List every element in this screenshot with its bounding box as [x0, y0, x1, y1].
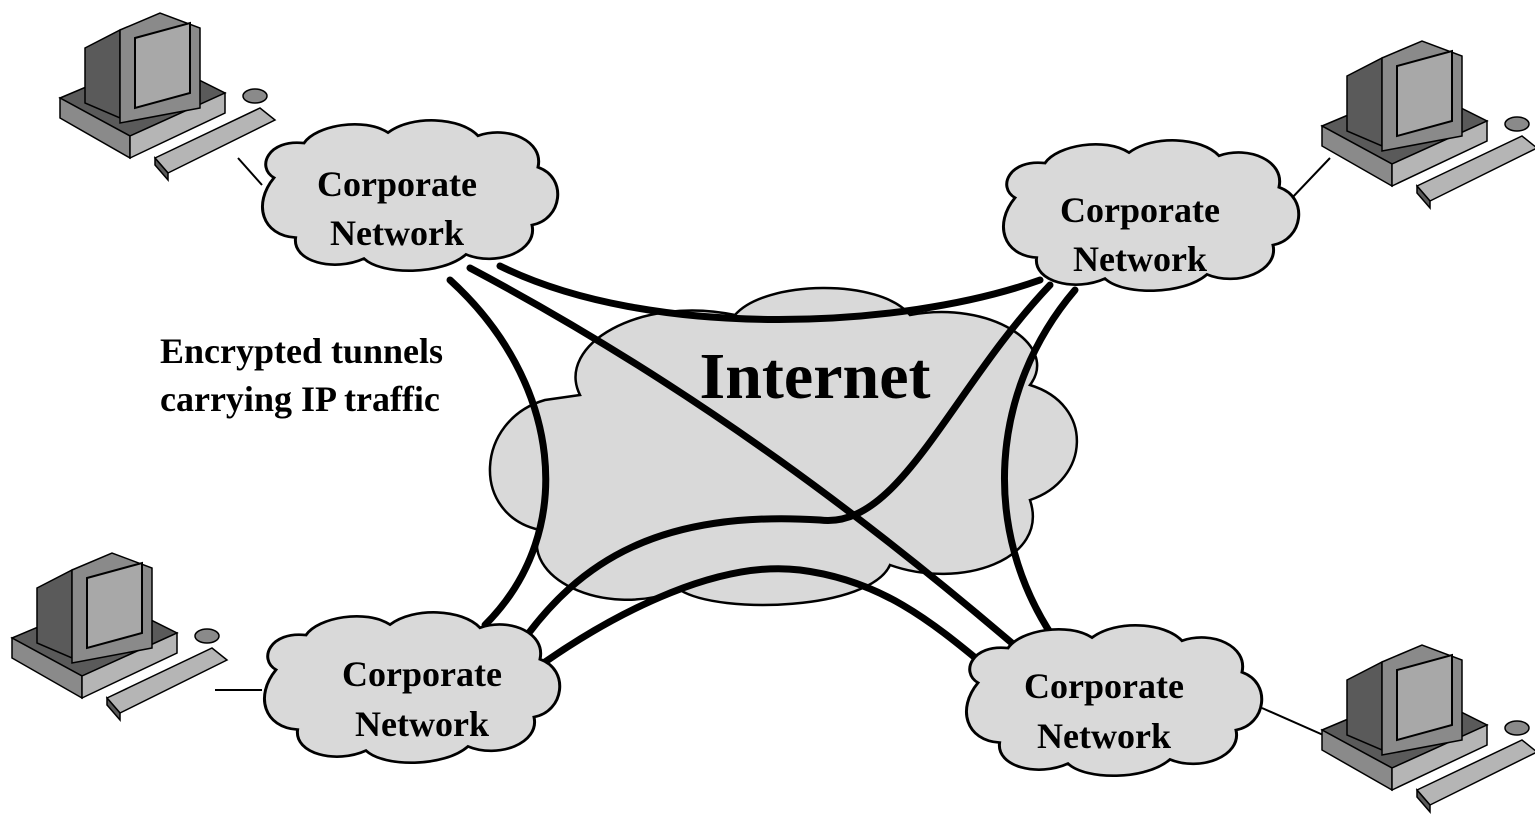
- computer-icon: [11, 552, 228, 721]
- internet-label: Internet: [700, 340, 931, 413]
- tunnel-tl-br: [466, 264, 1024, 654]
- computer-icon: [1321, 644, 1535, 813]
- network-bl-line1: Corporate: [342, 654, 502, 694]
- tunnel-tr-bl: [516, 281, 1054, 649]
- tunnel-tl-bl: [446, 276, 550, 629]
- computer-icon: [59, 12, 276, 181]
- annotation-line2: carrying IP traffic: [160, 379, 440, 419]
- network-br-line1: Corporate: [1024, 666, 1184, 706]
- internet-cloud: Internet: [488, 286, 1079, 607]
- network-tl-line2: Network: [330, 213, 464, 253]
- network-tl-line1: Corporate: [317, 164, 477, 204]
- annotation-line1: Encrypted tunnels: [160, 331, 443, 371]
- network-tr-line1: Corporate: [1060, 190, 1220, 230]
- computer-icon: [1321, 40, 1535, 209]
- tunnel-bl-br: [541, 565, 994, 674]
- tunnel-tr-br: [1001, 286, 1079, 644]
- network-tr-line2: Network: [1073, 239, 1207, 279]
- network-bl-line2: Network: [355, 704, 489, 744]
- network-br-line2: Network: [1037, 716, 1171, 756]
- encrypted-tunnels: [446, 262, 1079, 674]
- pc-links: [215, 157, 1331, 739]
- tunnel-tl-tr: [496, 262, 1044, 323]
